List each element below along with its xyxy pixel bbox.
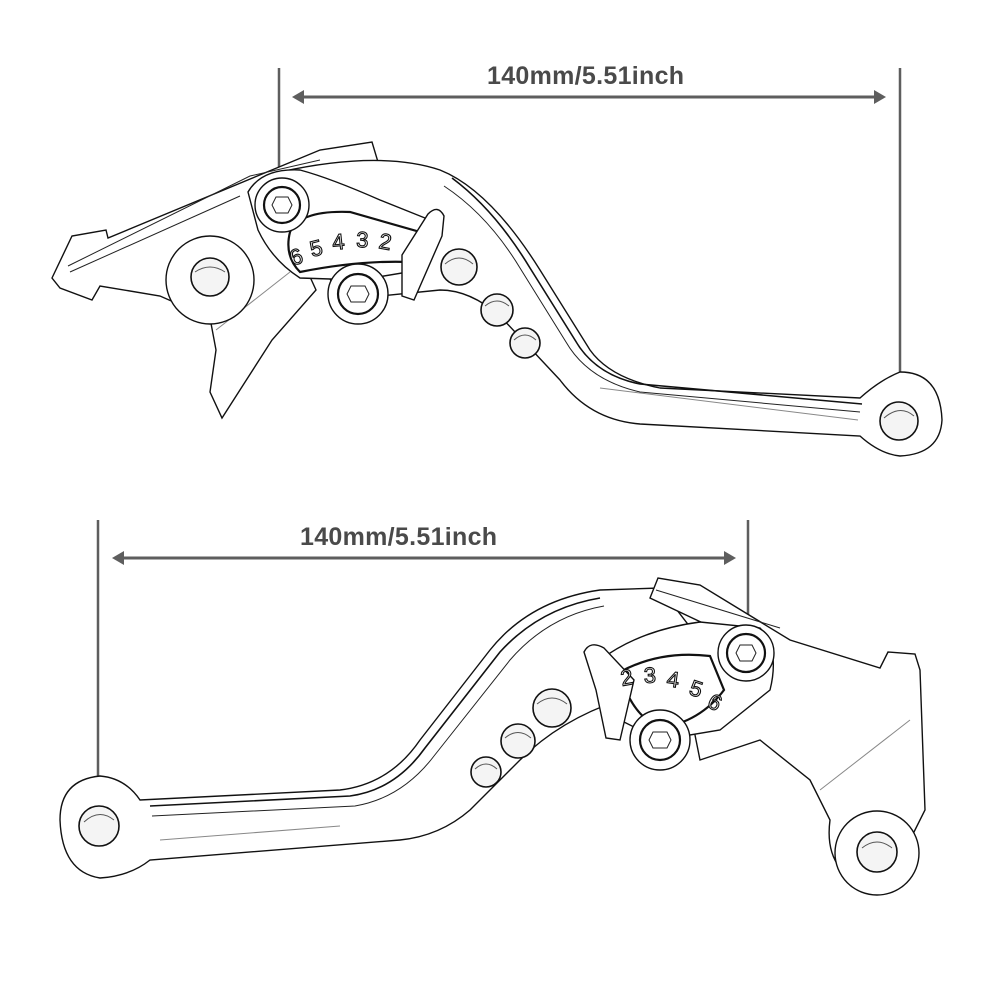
top-adjuster-tab[interactable]	[401, 208, 445, 301]
top-lever-hole-2	[480, 293, 514, 327]
top-scale-num: 2	[377, 228, 393, 255]
top-lever-hole-3	[509, 327, 541, 359]
bottom-lever-blade	[59, 587, 701, 879]
bottom-lever-hole-1	[532, 688, 572, 728]
bottom-scale-num: 4	[665, 666, 681, 692]
top-lever-hole-1	[440, 248, 478, 286]
bottom-scale-num: 3	[643, 663, 656, 688]
top-dimension-label: 140mm/5.51inch	[487, 62, 685, 90]
bottom-lever-adjuster	[583, 621, 775, 771]
bottom-dimension-arrow	[112, 551, 736, 565]
bottom-lever-adjuster-bolt	[629, 709, 691, 771]
bottom-dimension-label: 140mm/5.51inch	[300, 523, 498, 551]
top-lever-end-hole	[879, 401, 919, 441]
top-lever-adjuster-bolt	[327, 263, 389, 325]
bottom-scale-num: 2	[619, 664, 635, 691]
bottom-lever-hole-3	[470, 756, 502, 788]
bottom-lever-end-hole	[78, 805, 120, 847]
top-scale-num: 4	[331, 229, 346, 255]
top-dimension-arrow	[292, 90, 886, 104]
top-scale-num: 3	[356, 227, 369, 252]
bottom-lever-hole-2	[500, 723, 536, 759]
bottom-adjuster-tab[interactable]	[583, 644, 635, 741]
bottom-lever-pivot-hole	[834, 810, 920, 896]
top-lever-pivot-hole	[165, 235, 255, 325]
top-lever-adjuster	[247, 169, 445, 325]
top-lever-blade	[278, 159, 943, 457]
